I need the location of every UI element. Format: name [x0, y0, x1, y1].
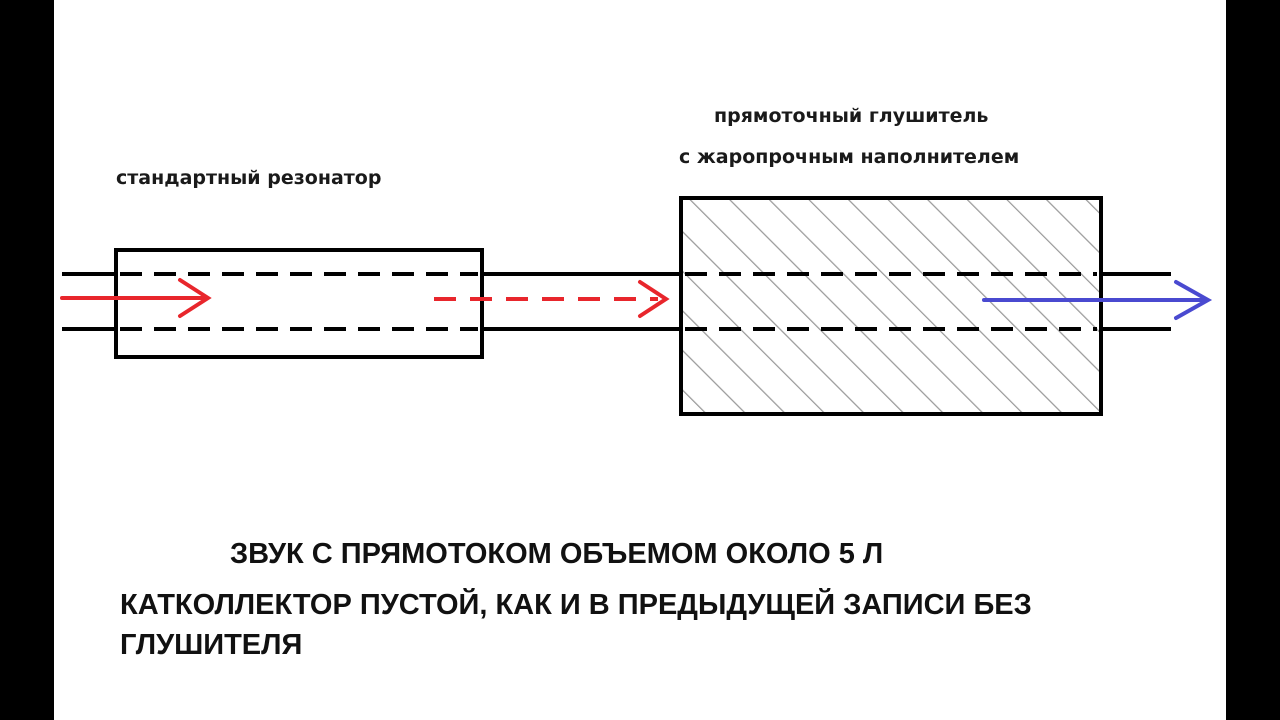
muffler-body [679, 196, 1103, 416]
inlet-flow-arrow [60, 278, 212, 318]
pipe-walls [62, 272, 1171, 331]
mid-flow-arrow [434, 280, 670, 318]
resonator-label: стандартный резонатор [116, 167, 382, 189]
outlet-flow-arrow [982, 280, 1213, 320]
resonator-body [114, 248, 484, 359]
muffler-label-line2: с жаропрочным наполнителем [679, 146, 1020, 168]
caption-line2: КАТКОЛЛЕКТОР ПУСТОЙ, КАК И В ПРЕДЫДУЩЕЙ … [120, 589, 1032, 661]
diagram-canvas: стандартный резонатор прямоточный глушит… [54, 0, 1226, 720]
perforated-pipe [120, 272, 1097, 331]
muffler-label-line1: прямоточный глушитель [714, 105, 989, 127]
exhaust-diagram [60, 196, 1213, 416]
caption-line1: ЗВУК С ПРЯМОТОКОМ ОБЪЕМОМ ОКОЛО 5 Л [230, 538, 884, 570]
